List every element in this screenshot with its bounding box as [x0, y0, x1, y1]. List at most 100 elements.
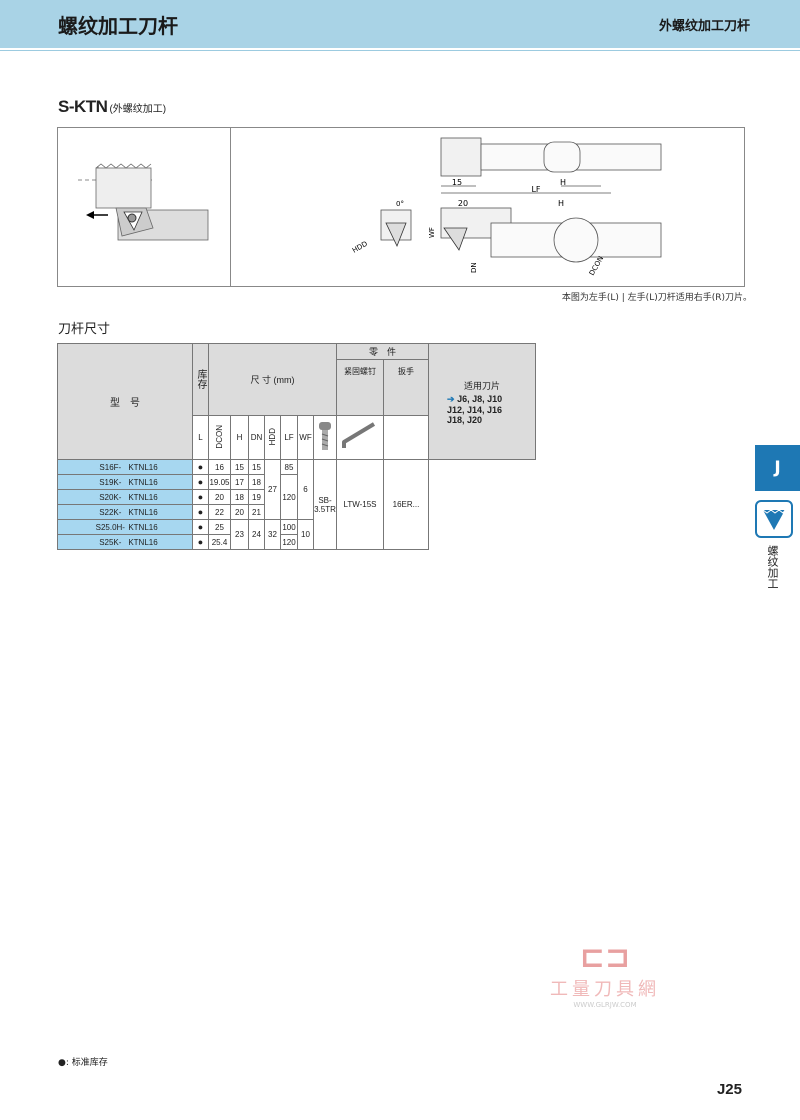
section-tab-j[interactable]: J	[755, 445, 800, 491]
cell-dn: 19	[248, 489, 265, 505]
dim-angle: 0°	[396, 200, 404, 208]
stock-mark: ●	[192, 519, 209, 535]
cell-dcon: 16	[208, 459, 231, 475]
header-divider	[0, 50, 800, 51]
page-number: J25	[716, 1081, 742, 1098]
table-row: S16F-KTNL16 ● 16 15 15 27 85 6 SB-3.5TR …	[57, 459, 536, 550]
col-wrench: 扳手	[383, 359, 429, 416]
dimension-drawing: 15 LF H 20 H WF DN DCON HDD 0°	[351, 137, 662, 277]
model-name: S25.0H-KTNL16	[57, 519, 193, 535]
side-section-label: 螺纹加工	[766, 545, 779, 589]
cell-dcon: 22	[208, 504, 231, 520]
application-diagram	[78, 163, 209, 241]
col-dims: 尺 寸 (mm)	[208, 343, 337, 416]
cell-dcon: 19.05	[208, 474, 231, 490]
model-name: S25K-KTNL16	[57, 534, 193, 550]
col-DN: DN	[248, 415, 265, 460]
model-desc: (外螺纹加工)	[109, 104, 167, 115]
col-LF: LF	[280, 415, 298, 460]
cell-h: 20	[230, 504, 249, 520]
dim-dcon: DCON	[588, 255, 605, 277]
col-model: 型 号	[57, 343, 193, 460]
watermark-text: 工量刀具網	[550, 979, 660, 1000]
dim-lf: LF	[531, 185, 540, 194]
model-name: S20K-KTNL16	[57, 489, 193, 505]
col-insert: 适用刀片 ➔ J6, J8, J10 J12, J14, J16 J18, J2…	[428, 343, 536, 460]
cell-h: 17	[230, 474, 249, 490]
cell-dcon: 20	[208, 489, 231, 505]
drawing-divider	[230, 128, 231, 286]
stock-mark: ●	[192, 504, 209, 520]
stock-mark: ●	[192, 459, 209, 475]
stock-mark: ●	[192, 489, 209, 505]
cell-wrench: LTW-15S	[336, 459, 384, 550]
col-WF: WF	[297, 415, 314, 460]
dim-20: 20	[458, 199, 468, 208]
table-row: S25.0H-KTNL16 ● 25 23 24 32 100 10	[57, 519, 536, 550]
page-header: 螺纹加工刀杆 外螺纹加工刀杆	[0, 0, 800, 48]
cell-dn: 18	[248, 474, 265, 490]
cell-lf: 85	[280, 459, 298, 475]
insert-label: 适用刀片	[463, 380, 500, 391]
cell-h: 18	[230, 489, 249, 505]
cell-wf: 10	[297, 519, 314, 550]
holder-spec-table: 型 号 库存 尺 寸 (mm) 零 件 适用刀片 ➔ J6, J8, J10 J…	[57, 343, 536, 550]
dim-hdd: HDD	[351, 240, 369, 255]
col-H: H	[230, 415, 249, 460]
screw-icon	[319, 421, 331, 450]
arrow-icon: ➔	[447, 393, 455, 404]
threading-icon	[755, 500, 793, 538]
model-name: S16F-KTNL16	[57, 459, 193, 475]
watermark-url: WWW.GLRJW.COM	[573, 1001, 637, 1009]
stock-legend: ●: 标准库存	[58, 1058, 108, 1068]
cell-lf: 120	[280, 474, 298, 520]
cell-dcon: 25	[208, 519, 231, 535]
table-row: S20K-KTNL16 ● 20 18 19	[57, 489, 536, 505]
watermark: ⊏⊐ 工量刀具網 WWW.GLRJW.COM	[540, 940, 670, 1009]
insert-screw-icon	[127, 213, 137, 223]
header-title: 螺纹加工刀杆	[58, 14, 178, 38]
stock-mark: ●	[192, 534, 209, 550]
model-code: S-KTN	[58, 97, 108, 116]
dim-dn: DN	[470, 262, 478, 273]
table-row: S19K-KTNL16 ● 19.05 17 18 120	[57, 474, 536, 520]
wrench-icon	[342, 421, 376, 448]
cell-wf: 6	[297, 459, 314, 520]
col-DCON: DCON	[208, 415, 231, 460]
stock-mark: ●	[192, 474, 209, 490]
cell-lf: 120	[280, 534, 298, 550]
insert-list: J6, J8, J10 J12, J14, J16 J18, J20	[447, 393, 503, 425]
col-screw: 紧固螺钉	[336, 359, 384, 416]
table-row: S25K-KTNL16 ● 25.4 120	[57, 534, 536, 550]
drawing-panel: 15 LF H 20 H WF DN DCON HDD 0°	[57, 127, 745, 287]
cell-lf: 100	[280, 519, 298, 535]
table-row: S22K-KTNL16 ● 22 20 21	[57, 504, 536, 520]
model-heading: S-KTN(外螺纹加工)	[58, 97, 166, 117]
dim-h-bottom: H	[558, 199, 564, 208]
wrench-image	[336, 415, 384, 460]
cell-dn: 15	[248, 459, 265, 475]
cell-h: 15	[230, 459, 249, 475]
col-stock: 库存	[192, 343, 209, 416]
watermark-logo-icon: ⊏⊐	[579, 940, 631, 975]
cell-hdd: 27	[264, 459, 281, 520]
cell-dcon: 25.4	[208, 534, 231, 550]
feed-arrow-icon	[86, 211, 108, 219]
header-category: 外螺纹加工刀杆	[658, 19, 750, 34]
cell-dn: 24	[248, 519, 265, 550]
screw-image	[313, 415, 337, 460]
col-HDD: HDD	[264, 415, 281, 460]
model-name: S22K-KTNL16	[57, 504, 193, 520]
cell-dn: 21	[248, 504, 265, 520]
col-L: L	[192, 415, 209, 460]
col-parts: 零 件	[336, 343, 429, 360]
dim-h-top: H	[560, 178, 566, 187]
hand-note: 本图为左手(L) | 左手(L)刀杆适用右手(R)刀片。	[561, 293, 752, 303]
cell-h: 23	[230, 519, 249, 550]
cell-insert: 16ER...	[383, 459, 429, 550]
section-title: 刀杆尺寸	[58, 322, 111, 337]
dim-wf: WF	[428, 227, 436, 238]
dim-15: 15	[452, 178, 462, 187]
model-name: S19K-KTNL16	[57, 474, 193, 490]
cell-hdd: 32	[264, 519, 281, 550]
